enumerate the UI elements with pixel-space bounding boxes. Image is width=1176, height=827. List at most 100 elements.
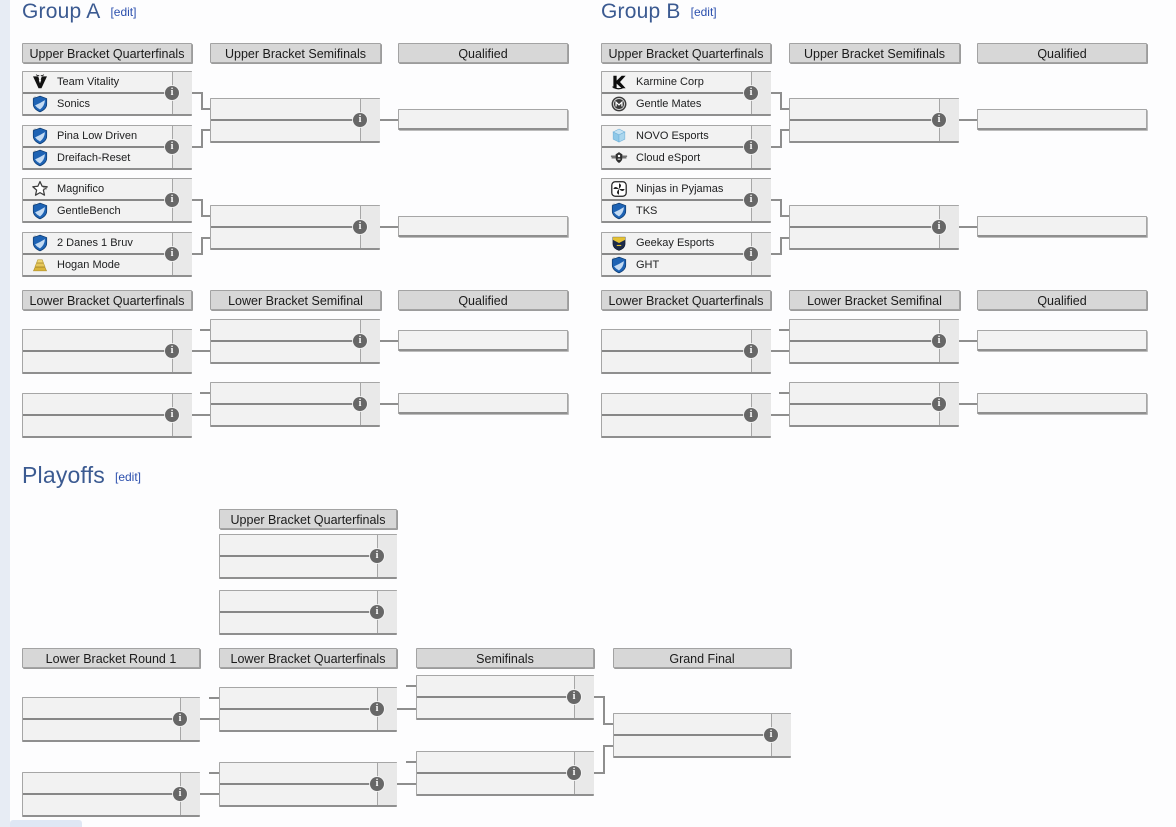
match-info-icon[interactable]: i: [932, 113, 946, 127]
match-info-icon[interactable]: i: [370, 605, 384, 619]
rl-shield-icon: [31, 234, 49, 252]
bracket-round-header: Lower Bracket Semifinal: [210, 290, 381, 310]
match-divider: [790, 119, 958, 121]
team-slot[interactable]: Sonics: [23, 94, 173, 114]
team-slot[interactable]: 2 Danes 1 Bruv: [23, 233, 173, 253]
match-divider: [602, 414, 770, 416]
match-info-icon[interactable]: i: [173, 787, 187, 801]
empty-slot: [790, 206, 940, 226]
section-edit-link[interactable]: [edit]: [110, 5, 137, 19]
team-name: GentleBench: [57, 205, 121, 217]
karmine-logo-icon: [610, 73, 628, 91]
match-info-icon[interactable]: i: [165, 247, 179, 261]
match-info-icon[interactable]: i: [764, 728, 778, 742]
team-slot[interactable]: TKS: [602, 201, 752, 221]
match-info-icon[interactable]: i: [370, 702, 384, 716]
match-info-icon[interactable]: i: [932, 220, 946, 234]
team-slot[interactable]: Karmine Corp: [602, 72, 752, 92]
bracket-connector: [200, 329, 210, 331]
team-slot[interactable]: Magnifico: [23, 179, 173, 199]
match-box: i: [601, 393, 771, 438]
empty-slot: [602, 352, 752, 372]
match-info-icon[interactable]: i: [165, 193, 179, 207]
match-info-icon[interactable]: i: [567, 766, 581, 780]
team-slot[interactable]: Hogan Mode: [23, 255, 173, 275]
match-divider: [220, 555, 396, 557]
bracket-connector: [959, 226, 977, 228]
match-info-icon[interactable]: i: [353, 334, 367, 348]
empty-slot: [614, 736, 772, 756]
match-divider: [23, 199, 191, 201]
team-slot[interactable]: Pina Low Driven: [23, 126, 173, 146]
match-info-icon[interactable]: i: [165, 344, 179, 358]
qualified-slot: [398, 216, 568, 237]
qualified-slot: [977, 216, 1147, 237]
match-info-icon[interactable]: i: [744, 140, 758, 154]
match-divider: [23, 793, 199, 795]
section-edit-link[interactable]: [edit]: [115, 470, 142, 484]
team-slot[interactable]: NOVO Esports: [602, 126, 752, 146]
bracket-connector: [781, 129, 789, 131]
team-slot[interactable]: Team Vitality: [23, 72, 173, 92]
bracket-round-header: Lower Bracket Quarterfinals: [219, 648, 397, 668]
match-info-icon[interactable]: i: [165, 408, 179, 422]
bracket-round-header: Upper Bracket Quarterfinals: [601, 43, 771, 63]
next-section-edge: [10, 820, 82, 827]
bracket-connector: [771, 146, 781, 148]
match-info-icon[interactable]: i: [744, 193, 758, 207]
team-name: Magnifico: [57, 183, 105, 195]
empty-slot: [790, 320, 940, 340]
match-info-icon[interactable]: i: [353, 113, 367, 127]
section-title-text: Group A: [22, 0, 101, 23]
match-info-icon[interactable]: i: [567, 690, 581, 704]
section-edit-link[interactable]: [edit]: [690, 5, 717, 19]
team-slot[interactable]: Dreifach-Reset: [23, 148, 173, 168]
match-info-icon[interactable]: i: [353, 220, 367, 234]
qualified-slot: [977, 109, 1147, 130]
team-slot[interactable]: GentleBench: [23, 201, 173, 221]
empty-slot: [23, 773, 181, 793]
match-info-icon[interactable]: i: [165, 140, 179, 154]
qualified-slot: [398, 330, 568, 351]
empty-slot: [220, 613, 378, 633]
team-name: Ninjas in Pyjamas: [636, 183, 724, 195]
bracket-connector: [202, 215, 210, 217]
bracket-round-header: Qualified: [977, 290, 1147, 310]
match-box: i: [210, 205, 380, 250]
match-info-icon[interactable]: i: [744, 344, 758, 358]
rl-shield-icon: [31, 202, 49, 220]
rl-shield-icon: [31, 127, 49, 145]
team-slot[interactable]: GHT: [602, 255, 752, 275]
empty-slot: [790, 121, 940, 141]
bracket-connector: [397, 708, 416, 710]
page-left-gutter: [0, 0, 10, 827]
empty-slot: [602, 394, 752, 414]
bracket-round-header: Upper Bracket Semifinals: [789, 43, 960, 63]
match-info-icon[interactable]: i: [173, 712, 187, 726]
empty-slot: [211, 99, 361, 119]
bracket-connector: [780, 129, 782, 148]
bracket-connector: [603, 745, 605, 774]
match-box: i: [22, 697, 200, 742]
match-info-icon[interactable]: i: [744, 247, 758, 261]
match-info-icon[interactable]: i: [353, 397, 367, 411]
team-slot[interactable]: Gentle Mates: [602, 94, 752, 114]
match-info-icon[interactable]: i: [165, 86, 179, 100]
match-info-icon[interactable]: i: [932, 397, 946, 411]
team-slot[interactable]: Ninjas in Pyjamas: [602, 179, 752, 199]
match-divider: [790, 340, 958, 342]
rl-shield-icon: [610, 256, 628, 274]
team-slot[interactable]: Geekay Esports: [602, 233, 752, 253]
team-slot[interactable]: Cloud eSport: [602, 148, 752, 168]
empty-slot: [220, 763, 378, 783]
empty-slot: [220, 591, 378, 611]
bracket-connector: [200, 718, 219, 720]
bracket-connector: [200, 392, 210, 394]
match-info-icon[interactable]: i: [370, 777, 384, 791]
vitality-logo-icon: [31, 73, 49, 91]
match-info-icon[interactable]: i: [744, 408, 758, 422]
match-info-icon[interactable]: i: [932, 334, 946, 348]
bracket-connector: [781, 237, 789, 239]
match-info-icon[interactable]: i: [370, 549, 384, 563]
match-info-icon[interactable]: i: [744, 86, 758, 100]
